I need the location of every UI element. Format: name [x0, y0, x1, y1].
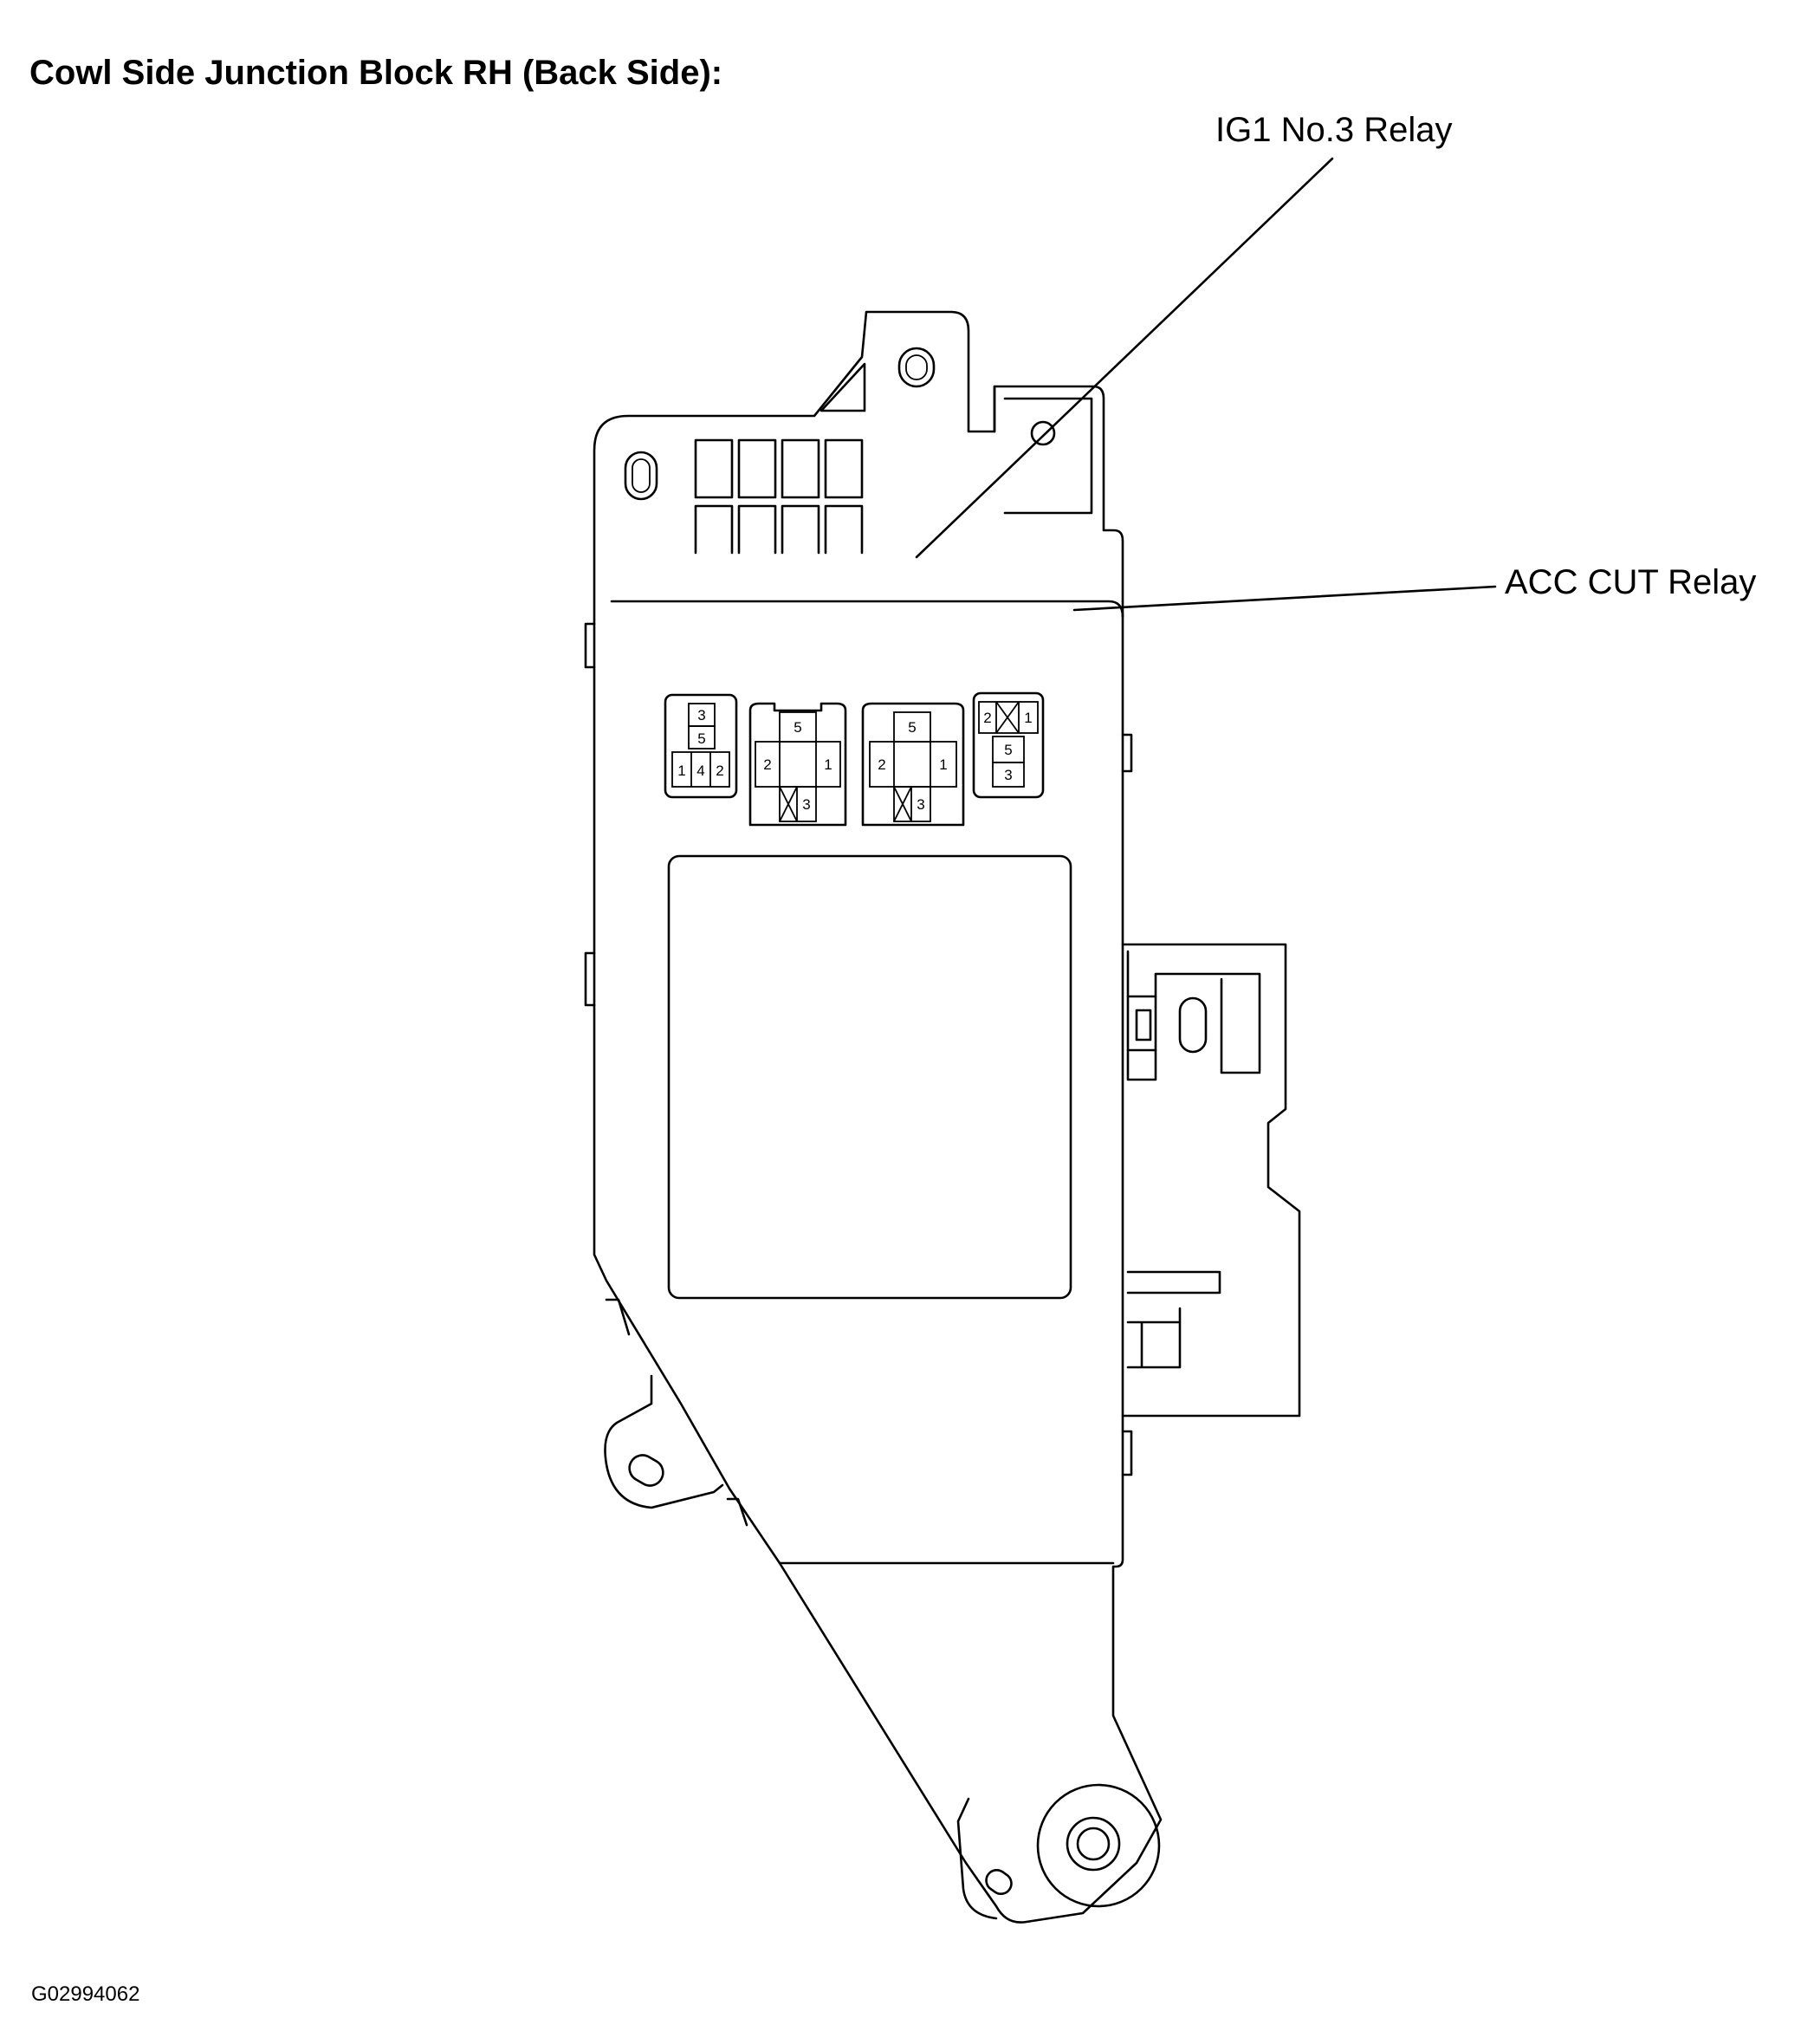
connector-latch-hole	[1178, 996, 1208, 1054]
ig1-leader-line	[915, 157, 1334, 559]
acc-cut-relay-label: ACC CUT Relay	[1505, 563, 1757, 601]
socket-3-pin-1: 1	[939, 756, 947, 773]
diagram-title: Cowl Side Junction Block RH (Back Side):	[29, 54, 723, 92]
cover-top-edge	[610, 600, 1124, 619]
socket-2-pin-2: 2	[763, 756, 771, 773]
socket-1-pin-3: 3	[697, 707, 705, 724]
lower-left-mount-hole	[628, 1454, 664, 1487]
relay-socket-2: 5 2 1 3	[748, 702, 847, 827]
relay-socket-4: 2 1 5 3	[972, 691, 1045, 799]
left-mount-hole	[624, 451, 658, 501]
right-connector	[1121, 943, 1301, 1418]
top-mount-hole	[897, 347, 936, 388]
grommet-middle	[1066, 1816, 1121, 1872]
socket-3-pin-5: 5	[908, 719, 916, 736]
grommet-inner	[1076, 1827, 1111, 1861]
ig1-relay-screw	[1030, 420, 1056, 446]
socket-2-pin-1: 1	[824, 756, 832, 773]
socket-4-pin-2: 2	[983, 710, 991, 726]
socket-4-pin-5: 5	[1004, 742, 1012, 758]
ig1-relay-holder	[993, 385, 1093, 515]
socket-2-pin-3: 3	[802, 796, 810, 813]
grommet-outer	[1036, 1783, 1161, 1908]
right-clips	[1121, 733, 1133, 1476]
fuse-grid	[694, 438, 864, 555]
socket-4-pin-3: 3	[1004, 767, 1012, 783]
socket-2-pin-5: 5	[794, 719, 801, 736]
relay-socket-3: 5 2 1 3	[861, 702, 965, 827]
socket-1-pin-4: 4	[696, 762, 704, 779]
triangle-cutout	[820, 362, 866, 412]
socket-3-pin-3: 3	[917, 796, 924, 813]
socket-4-pin-1: 1	[1024, 710, 1032, 726]
socket-3-pin-2: 2	[878, 756, 885, 773]
lower-left-mount-ear	[604, 1374, 724, 1509]
acc-leader-line	[1072, 585, 1497, 612]
left-clips	[584, 622, 748, 1527]
socket-1-pin-5: 5	[697, 730, 705, 747]
socket-1-pin-1: 1	[677, 762, 685, 779]
lower-small-hole	[985, 1868, 1013, 1896]
socket-1-pin-2: 2	[716, 762, 723, 779]
junction-block-body	[593, 310, 1163, 1924]
relay-socket-1: 3 5 1 4 2	[664, 693, 738, 799]
ig1-relay-label: IG1 No.3 Relay	[1215, 111, 1453, 149]
cover-panel	[667, 854, 1072, 1300]
figure-id: G02994062	[31, 1982, 140, 2006]
